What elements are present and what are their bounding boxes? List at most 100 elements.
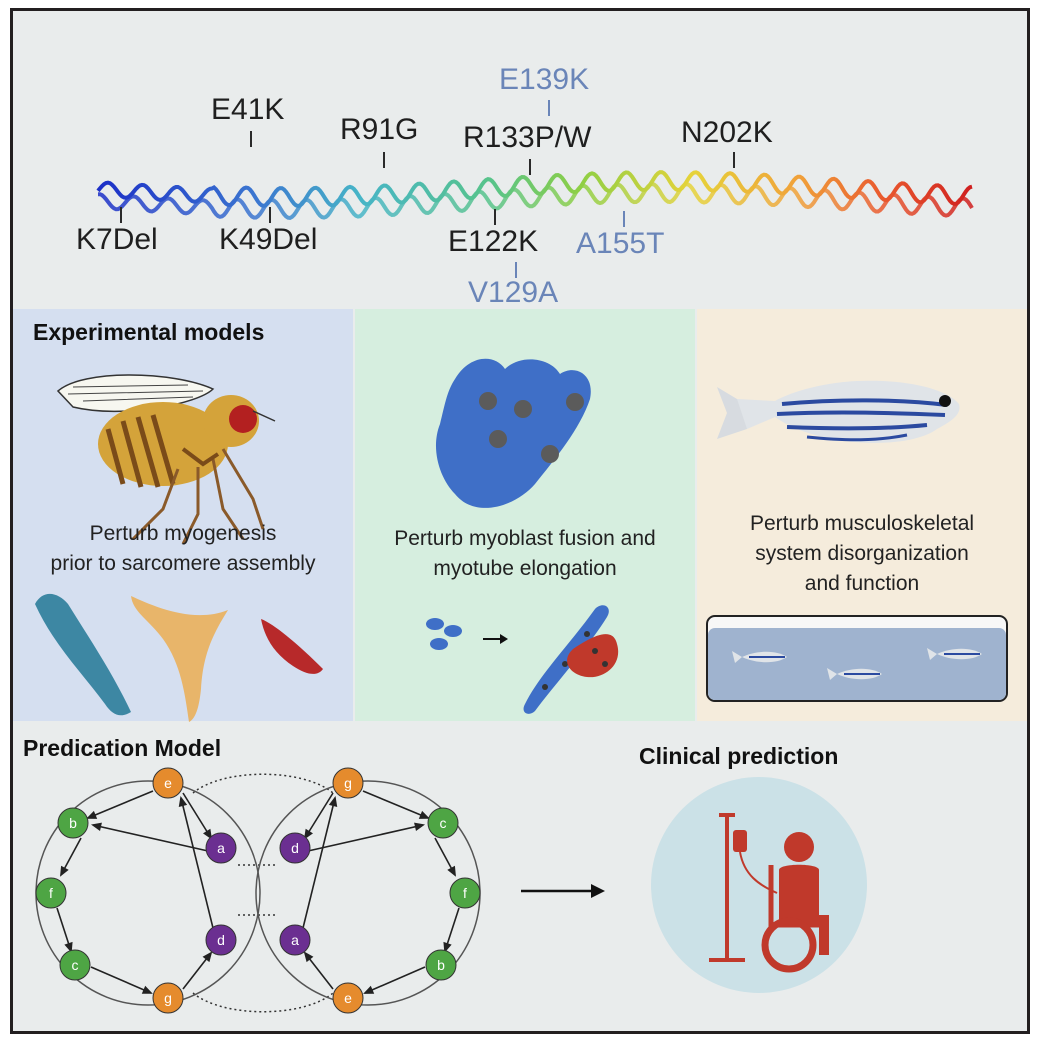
arrow-icon	[521, 884, 605, 898]
wheel-arrowhead	[447, 865, 456, 877]
mutation-tick	[623, 211, 625, 227]
mutation-label-blue: V129A	[468, 276, 559, 309]
fly-panel: Experimental models Perturb myogenesis p…	[13, 309, 353, 722]
wheel-node-label: b	[437, 957, 445, 973]
wheel-arrow	[364, 966, 426, 994]
wheel-node-label: c	[72, 957, 79, 973]
caption-line: prior to sarcomere assembly	[50, 552, 316, 575]
mutation-tick	[250, 131, 252, 147]
tank-fish	[732, 651, 787, 663]
mutation-label-blue: E139K	[499, 63, 590, 96]
wheel-node	[57, 807, 89, 839]
mutation-label: R133P/W	[463, 121, 592, 154]
wheel-node	[205, 924, 237, 956]
mutation-tick	[515, 262, 517, 278]
wheel-node-label: g	[164, 990, 172, 1006]
wheel-node-label: a	[217, 840, 225, 856]
mutation-tick	[733, 152, 735, 168]
mutation-tick	[120, 207, 122, 223]
mutation-label: E41K	[211, 93, 285, 126]
tank-fish	[827, 668, 882, 680]
wheel-arrowhead	[363, 985, 375, 994]
fly-icon	[56, 374, 276, 545]
caption-line: Perturb myoblast fusion and	[394, 527, 656, 550]
wheel-node	[59, 949, 91, 981]
wheel-node-label: d	[291, 840, 299, 856]
wheel-node	[449, 877, 481, 909]
wheel-arrowhead	[178, 796, 188, 807]
mutation-label-blue: A155T	[576, 227, 665, 260]
patient-wheelchair-icon	[651, 777, 867, 993]
protein-helix	[96, 170, 974, 220]
wheel-arrow	[182, 792, 212, 839]
caption-line: Perturb myogenesis	[89, 522, 277, 545]
caption-line: system disorganization	[755, 542, 969, 565]
figure-frame: E41K R91G E139K R133P/W N202K K7Del K49D…	[10, 8, 1030, 1034]
fly-caption: Perturb myogenesis prior to sarcomere as…	[13, 519, 353, 579]
wheel-arrowhead	[141, 985, 153, 994]
prediction-panel: Predication Model Clinical prediction e b…	[13, 723, 1027, 1031]
section-title: Experimental models	[33, 319, 265, 345]
caption-line: Perturb musculoskeletal	[749, 512, 975, 535]
protein-panel: E41K R91G E139K R133P/W N202K K7Del K49D…	[13, 11, 1027, 309]
caption-line: myotube elongation	[433, 557, 617, 580]
wheel-arrowhead	[414, 822, 426, 832]
wheel-arrowhead	[90, 822, 102, 832]
wheel-node-label: g	[344, 775, 352, 791]
mutation-tick	[383, 152, 385, 168]
wheel-arrow	[302, 797, 336, 929]
cell-panel: Perturb myoblast fusion and myotube elon…	[355, 309, 695, 721]
wheel-arrow	[362, 790, 429, 819]
zebrafish-icon	[717, 380, 960, 443]
wheel-node	[427, 807, 459, 839]
myotube-icon	[435, 358, 591, 508]
wheel-node-label: c	[440, 815, 447, 831]
mutation-label: K49Del	[219, 223, 318, 256]
fish-caption: Perturb musculoskeletal system disorgani…	[697, 509, 1027, 599]
fish-tank	[706, 615, 1008, 702]
wheel-arrowhead	[64, 941, 73, 953]
wheel-node-label: e	[164, 775, 172, 791]
wheel-node-label: f	[463, 885, 467, 901]
wheel-arrowhead	[303, 951, 314, 963]
wheel-node-label: d	[217, 932, 225, 948]
wheel-node-label: a	[291, 932, 299, 948]
wheel-arrowhead	[60, 865, 69, 877]
wheel-arrow	[307, 824, 424, 852]
mutation-label: N202K	[681, 116, 773, 149]
wheel-node	[35, 877, 67, 909]
helical-wheel-diagram: e b f c g d a g c f b e a d	[35, 767, 481, 1014]
wheel-arrowhead	[202, 951, 213, 963]
section-title: Clinical prediction	[639, 743, 839, 769]
wheel-node	[205, 832, 237, 864]
tank-fish	[927, 648, 982, 660]
cell-shapes	[35, 593, 323, 722]
wheel-node	[332, 767, 364, 799]
wheel-node	[425, 949, 457, 981]
fusion-diagram	[426, 605, 619, 714]
wheel-arrowhead	[86, 810, 98, 819]
mutation-label: K7Del	[76, 223, 158, 256]
wheel-node	[279, 924, 311, 956]
mutation-tick	[529, 159, 531, 175]
wheel-arrow	[304, 792, 334, 839]
wheel-arrowhead	[203, 828, 213, 840]
fish-panel: Perturb musculoskeletal system disorgani…	[697, 309, 1027, 721]
caption-line: and function	[804, 572, 920, 595]
wheel-node	[152, 982, 184, 1014]
cell-caption: Perturb myoblast fusion and myotube elon…	[355, 524, 695, 584]
mutation-label: R91G	[340, 113, 419, 146]
mutation-label: E122K	[448, 225, 539, 258]
mutation-tick	[494, 209, 496, 225]
mutation-tick	[548, 100, 550, 116]
wheel-node-label: b	[69, 815, 77, 831]
wheel-arrow	[87, 790, 154, 819]
wheel-arrowhead	[303, 828, 313, 840]
wheel-arrowhead	[328, 796, 338, 807]
wheel-node-label: f	[49, 885, 53, 901]
wheel-node	[332, 982, 364, 1014]
wheel-node-label: e	[344, 990, 352, 1006]
section-title: Predication Model	[23, 735, 222, 761]
wheel-arrow	[92, 824, 209, 852]
wheel-node	[279, 832, 311, 864]
